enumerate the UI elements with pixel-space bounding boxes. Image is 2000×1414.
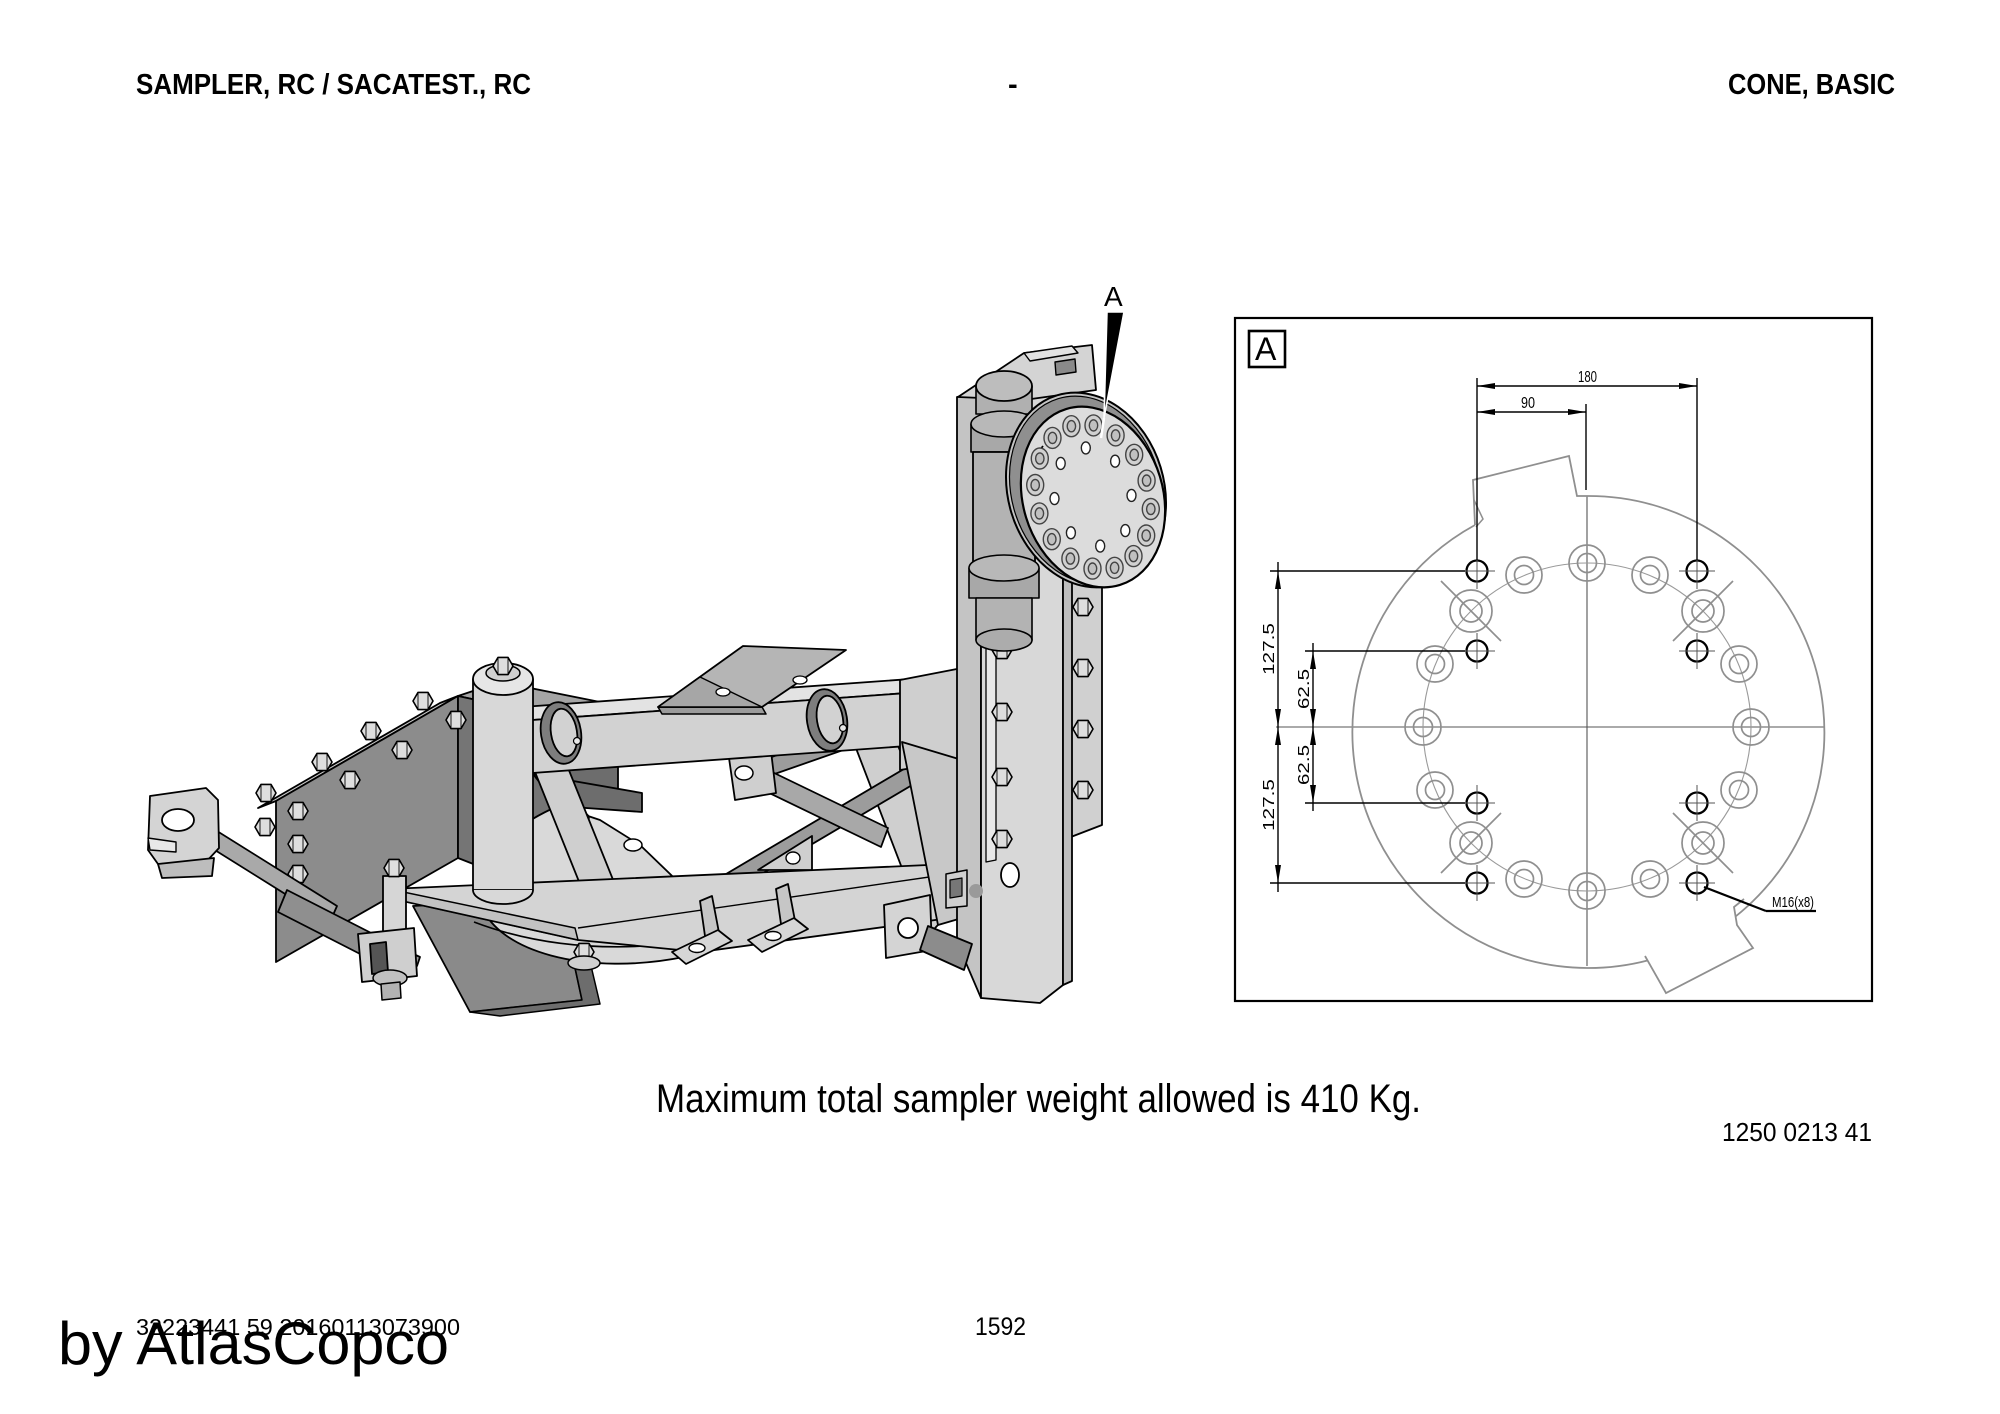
- svg-text:A: A: [1255, 331, 1277, 367]
- svg-text:62.5: 62.5: [1296, 745, 1313, 785]
- svg-text:127.5: 127.5: [1261, 623, 1278, 675]
- svg-text:Maximum total sampler weight a: Maximum total sampler weight allowed is …: [656, 1077, 1421, 1121]
- svg-text:A: A: [1104, 281, 1123, 312]
- svg-text:32223441 59 20160113073900: 32223441 59 20160113073900: [136, 1314, 460, 1340]
- svg-text:180: 180: [1578, 369, 1597, 386]
- svg-text:CONE, BASIC: CONE, BASIC: [1728, 69, 1895, 101]
- svg-text:1592: 1592: [975, 1313, 1026, 1341]
- svg-text:SAMPLER, RC / SACATEST., RC: SAMPLER, RC / SACATEST., RC: [136, 69, 531, 101]
- svg-text:127.5: 127.5: [1261, 779, 1278, 831]
- svg-text:90: 90: [1521, 395, 1535, 412]
- svg-text:1250 0213 41: 1250 0213 41: [1722, 1117, 1872, 1147]
- svg-text:62.5: 62.5: [1296, 669, 1313, 709]
- svg-text:M16(x8): M16(x8): [1772, 894, 1814, 911]
- svg-text:-: -: [1008, 69, 1018, 101]
- svg-text:by AtlasCopco: by AtlasCopco: [58, 1310, 449, 1377]
